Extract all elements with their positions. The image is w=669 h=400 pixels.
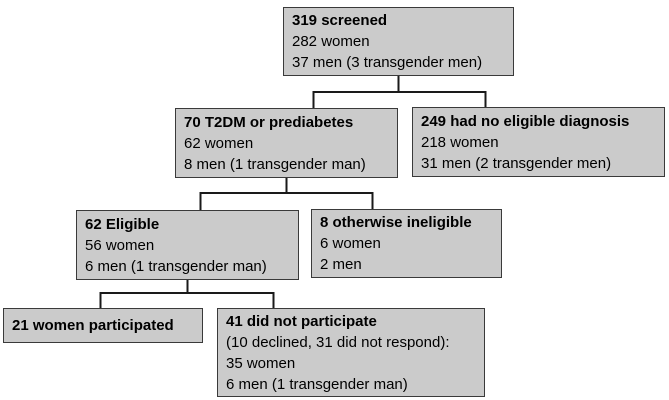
box-did-not-participate: 41 did not participate (10 declined, 31 …: [217, 308, 485, 397]
box-title: 319 screened: [292, 12, 388, 29]
box-eligible: 62 Eligible 56 women 6 men (1 transgende…: [76, 210, 299, 280]
box-line: 218 women: [421, 133, 499, 151]
box-title: 8 otherwise ineligible: [320, 214, 472, 231]
connector-screened-to-level2: [312, 76, 487, 108]
box-line: 282 women: [292, 33, 370, 50]
connector-t2dm-to-level3: [199, 178, 374, 210]
box-title: 70 T2DM or prediabetes: [184, 113, 354, 131]
box-screened: 319 screened 282 women 37 men (3 transge…: [283, 7, 514, 76]
connector-eligible-to-level4: [99, 280, 275, 308]
box-t2dm-prediabetes: 70 T2DM or prediabetes 62 women 8 men (1…: [175, 108, 398, 178]
box-line: 6 men (1 transgender man): [226, 375, 408, 393]
box-line: (10 declined, 31 did not respond):: [226, 333, 450, 351]
box-otherwise-ineligible: 8 otherwise ineligible 6 women 2 men: [311, 209, 502, 278]
box-line: 62 women: [184, 134, 254, 152]
box-line: 2 men: [320, 256, 362, 273]
box-line: 8 men (1 transgender man): [184, 155, 366, 173]
box-line: 6 women: [320, 235, 381, 252]
box-title: 21 women participated: [12, 317, 174, 334]
box-women-participated: 21 women participated: [3, 308, 203, 343]
box-line: 6 men (1 transgender man): [85, 257, 267, 275]
box-title: 249 had no eligible diagnosis: [421, 112, 630, 130]
box-title: 62 Eligible: [85, 215, 160, 233]
box-title: 41 did not participate: [226, 312, 377, 330]
box-line: 37 men (3 transgender men): [292, 54, 483, 71]
box-no-eligible-diagnosis: 249 had no eligible diagnosis 218 women …: [412, 107, 665, 177]
box-line: 31 men (2 transgender men): [421, 154, 612, 172]
box-line: 56 women: [85, 236, 155, 254]
box-line: 35 women: [226, 354, 296, 372]
